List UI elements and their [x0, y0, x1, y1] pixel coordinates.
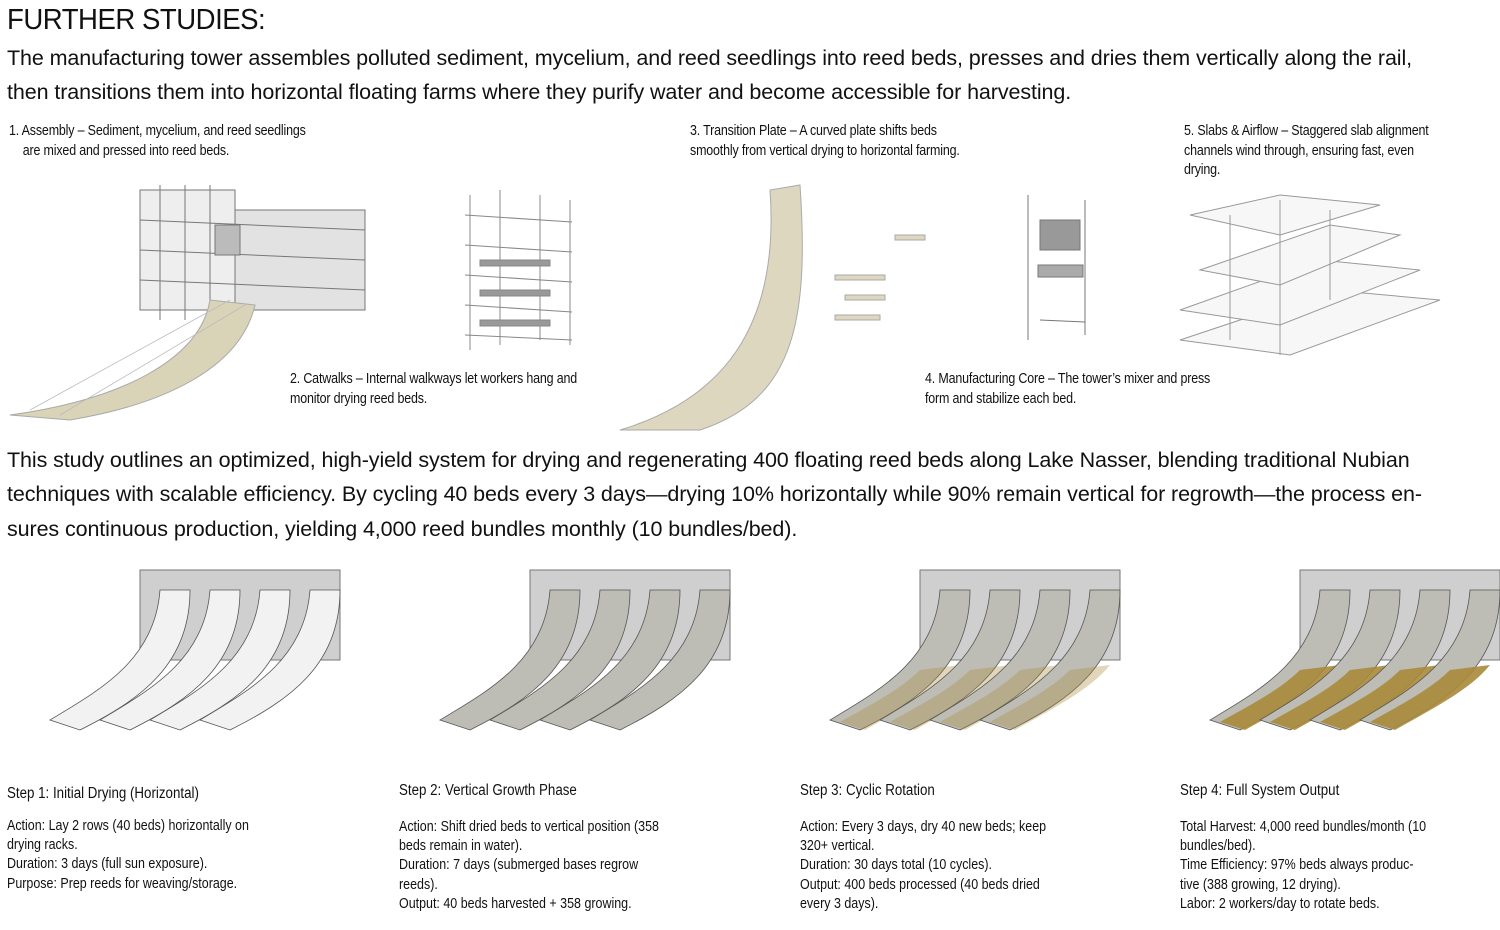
- step-title: Step 4: Full System Output: [1180, 782, 1340, 799]
- step-title: Step 2: Vertical Growth Phase: [399, 782, 577, 799]
- step-body-line: Action: Shift dried beds to vertical pos…: [399, 819, 659, 835]
- step-body-line: Output: 400 beds processed (40 beds drie…: [800, 876, 1040, 893]
- step-title: Step 1: Initial Drying (Horizontal): [7, 785, 199, 802]
- step-body-line: Action: Every 3 days, dry 40 new beds; k…: [800, 819, 1047, 835]
- label-transition-plate: 3. Transition Plate – A curved plate shi…: [690, 122, 960, 161]
- step-title: Step 3: Cyclic Rotation: [800, 782, 935, 799]
- slabs-illustration: [1179, 194, 1441, 356]
- step-body-line: Time Efficiency: 97% beds always produc-: [1180, 857, 1414, 874]
- label-line: are mixed and pressed into reed beds.: [22, 142, 230, 159]
- intro-line-2: then transitions them into horizontal fl…: [7, 80, 1072, 104]
- label-line: smoothly from vertical drying to horizon…: [690, 142, 960, 159]
- step-body-line: Duration: 7 days (submerged bases regrow: [399, 857, 639, 874]
- label-line: form and stabilize each bed.: [925, 390, 1077, 407]
- step-body-line: beds remain in water).: [399, 838, 523, 855]
- step-body-line: drying racks.: [7, 837, 78, 854]
- label-assembly: 1. Assembly – Sediment, mycelium, and re…: [9, 122, 306, 161]
- label-line: drying.: [1184, 162, 1221, 178]
- step-body-line: Output: 40 beds harvested + 358 growing.: [399, 895, 632, 912]
- assembly-tower-illustration: [9, 184, 1441, 431]
- transition-plate-illustration: [619, 184, 803, 431]
- label-line: 5. Slabs & Airflow – Staggered slab alig…: [1184, 123, 1429, 139]
- label-manufacturing-core: 4. Manufacturing Core – The tower’s mixe…: [925, 370, 1210, 409]
- label-line: 3. Transition Plate – A curved plate shi…: [690, 123, 937, 139]
- step-3-rendering: [829, 569, 1121, 731]
- step-body-line: Purpose: Prep reeds for weaving/storage.: [7, 875, 238, 892]
- label-line: monitor drying reed beds.: [290, 390, 428, 407]
- step-body-line: Labor: 2 workers/day to rotate beds.: [1180, 895, 1380, 912]
- label-line: 1. Assembly – Sediment, mycelium, and re…: [9, 123, 306, 139]
- step-3: Step 3: Cyclic Rotation Action: Every 3 …: [800, 782, 1086, 914]
- step-4: Step 4: Full System Output Total Harvest…: [1180, 782, 1466, 914]
- label-line: 4. Manufacturing Core – The tower’s mixe…: [925, 371, 1211, 387]
- step-4-rendering: [1209, 569, 1500, 731]
- step-body-line: 320+ vertical.: [800, 838, 875, 855]
- step-2-rendering: [439, 569, 731, 731]
- step-body-line: Action: Lay 2 rows (40 beds) horizontall…: [7, 818, 249, 834]
- manufacturing-core-illustration: [1027, 195, 1086, 340]
- step-body-line: Duration: 30 days total (10 cycles).: [800, 857, 992, 874]
- intro-line-1: The manufacturing tower assembles pollut…: [7, 46, 1413, 70]
- step-body-line: Total Harvest: 4,000 reed bundles/month …: [1180, 819, 1427, 835]
- study-line-2: techniques with scalable efficiency. By …: [7, 482, 1422, 506]
- step-body-line: Duration: 3 days (full sun exposure).: [7, 856, 208, 873]
- step-1: Step 1: Initial Drying (Horizontal) Acti…: [7, 785, 288, 894]
- step-2: Step 2: Vertical Growth Phase Action: Sh…: [399, 782, 701, 914]
- step-body-line: bundles/bed).: [1180, 838, 1256, 855]
- study-line-1: This study outlines an optimized, high-y…: [7, 448, 1410, 472]
- label-line: 2. Catwalks – Internal walkways let work…: [290, 371, 578, 387]
- page-title: FURTHER STUDIES:: [7, 4, 266, 36]
- catwalks-illustration: [464, 190, 573, 350]
- step-body-line: reeds).: [399, 876, 438, 893]
- label-line: channels wind through, ensuring fast, ev…: [1184, 142, 1414, 159]
- step-body-line: tive (388 growing, 12 drying).: [1180, 876, 1341, 893]
- step-body-line: every 3 days).: [800, 895, 879, 912]
- step-renderings: [49, 569, 1500, 731]
- study-line-3: sures continuous production, yielding 4,…: [7, 517, 798, 541]
- label-slabs-airflow: 5. Slabs & Airflow – Staggered slab alig…: [1184, 122, 1429, 181]
- step-1-rendering: [49, 569, 341, 731]
- label-catwalks: 2. Catwalks – Internal walkways let work…: [290, 370, 577, 409]
